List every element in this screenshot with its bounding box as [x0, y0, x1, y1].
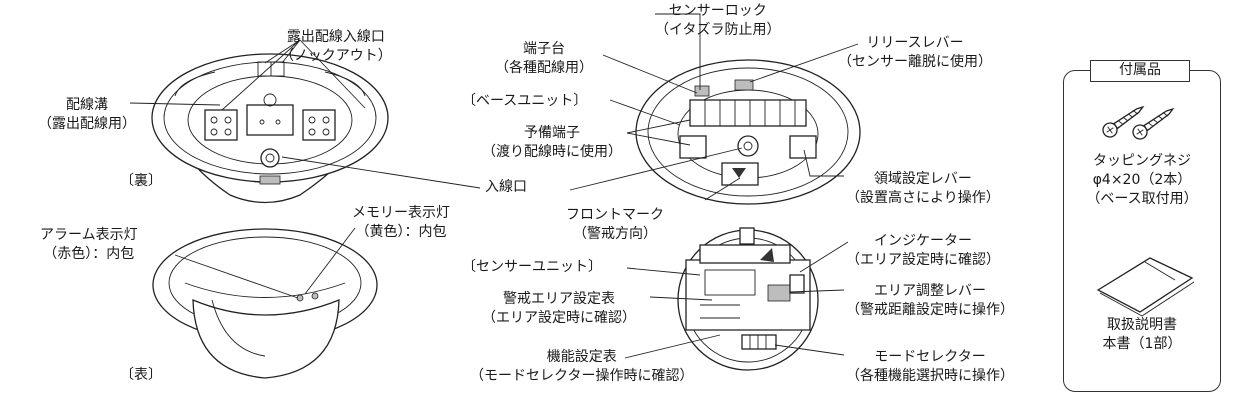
label-wiring-groove: 配線溝 （露出配線用）	[38, 97, 136, 132]
label-spare-terminal: 予備端子 （渡り配線時に使用）	[482, 125, 622, 160]
sensor-unit-view	[624, 227, 849, 371]
label-sensor-unit: 〔センサーユニット〕	[462, 259, 602, 275]
tapping-screw-icon	[1102, 105, 1145, 138]
label-front: 〔表〕	[120, 367, 162, 383]
label-front-mark: フロントマーク （警戒方向）	[566, 207, 664, 242]
label-entry-hole: 入線口	[485, 179, 527, 195]
label-release-lever: リリースレバー （センサー離脱に使用）	[838, 35, 992, 70]
tapping-screw-icon	[1132, 107, 1175, 140]
base-unit-view	[569, 13, 861, 205]
label-manual: 取扱説明書 本書（1部）	[1102, 317, 1182, 352]
detector-front-view	[152, 227, 378, 379]
label-warning-area-table: 警戒エリア設定表 （エリア設定時に確認）	[482, 291, 636, 326]
label-base-unit: 〔ベースユニット〕	[462, 93, 588, 109]
label-sensor-lock: センサーロック （イタズラ防止用）	[655, 3, 781, 38]
label-tapping-screw: タッピングネジ φ4×20（2本） （ベース取付用）	[1086, 153, 1198, 207]
label-alarm-indicator: アラーム表示灯 （赤色）：内包	[40, 227, 138, 262]
detector-back-view	[129, 39, 481, 204]
label-area-adjust-lever: エリア調整レバー （警戒距離設定時に操作）	[846, 283, 1014, 318]
accessories-title: 付属品	[1090, 60, 1190, 82]
label-terminal-block: 端子台 （各種配線用）	[495, 41, 593, 76]
label-mode-selector: モードセレクター （各種機能選択時に操作）	[846, 349, 1014, 384]
manual-booklet-icon	[1096, 257, 1195, 317]
label-back: 〔裏〕	[120, 173, 162, 189]
label-area-setting-lever: 領域設定レバー （設置高さにより操作）	[846, 171, 1000, 206]
label-indicator: インジケーター （エリア設定時に確認）	[846, 233, 1000, 268]
label-memory-indicator: メモリー表示灯 （黄色）：内包	[352, 205, 450, 240]
label-function-table: 機能設定表 （モードセレクター操作時に確認）	[470, 349, 694, 384]
label-exposed-wiring-entry: 露出配線入線口 （ノックアウト）	[280, 29, 392, 64]
accessories-art	[1096, 105, 1195, 317]
